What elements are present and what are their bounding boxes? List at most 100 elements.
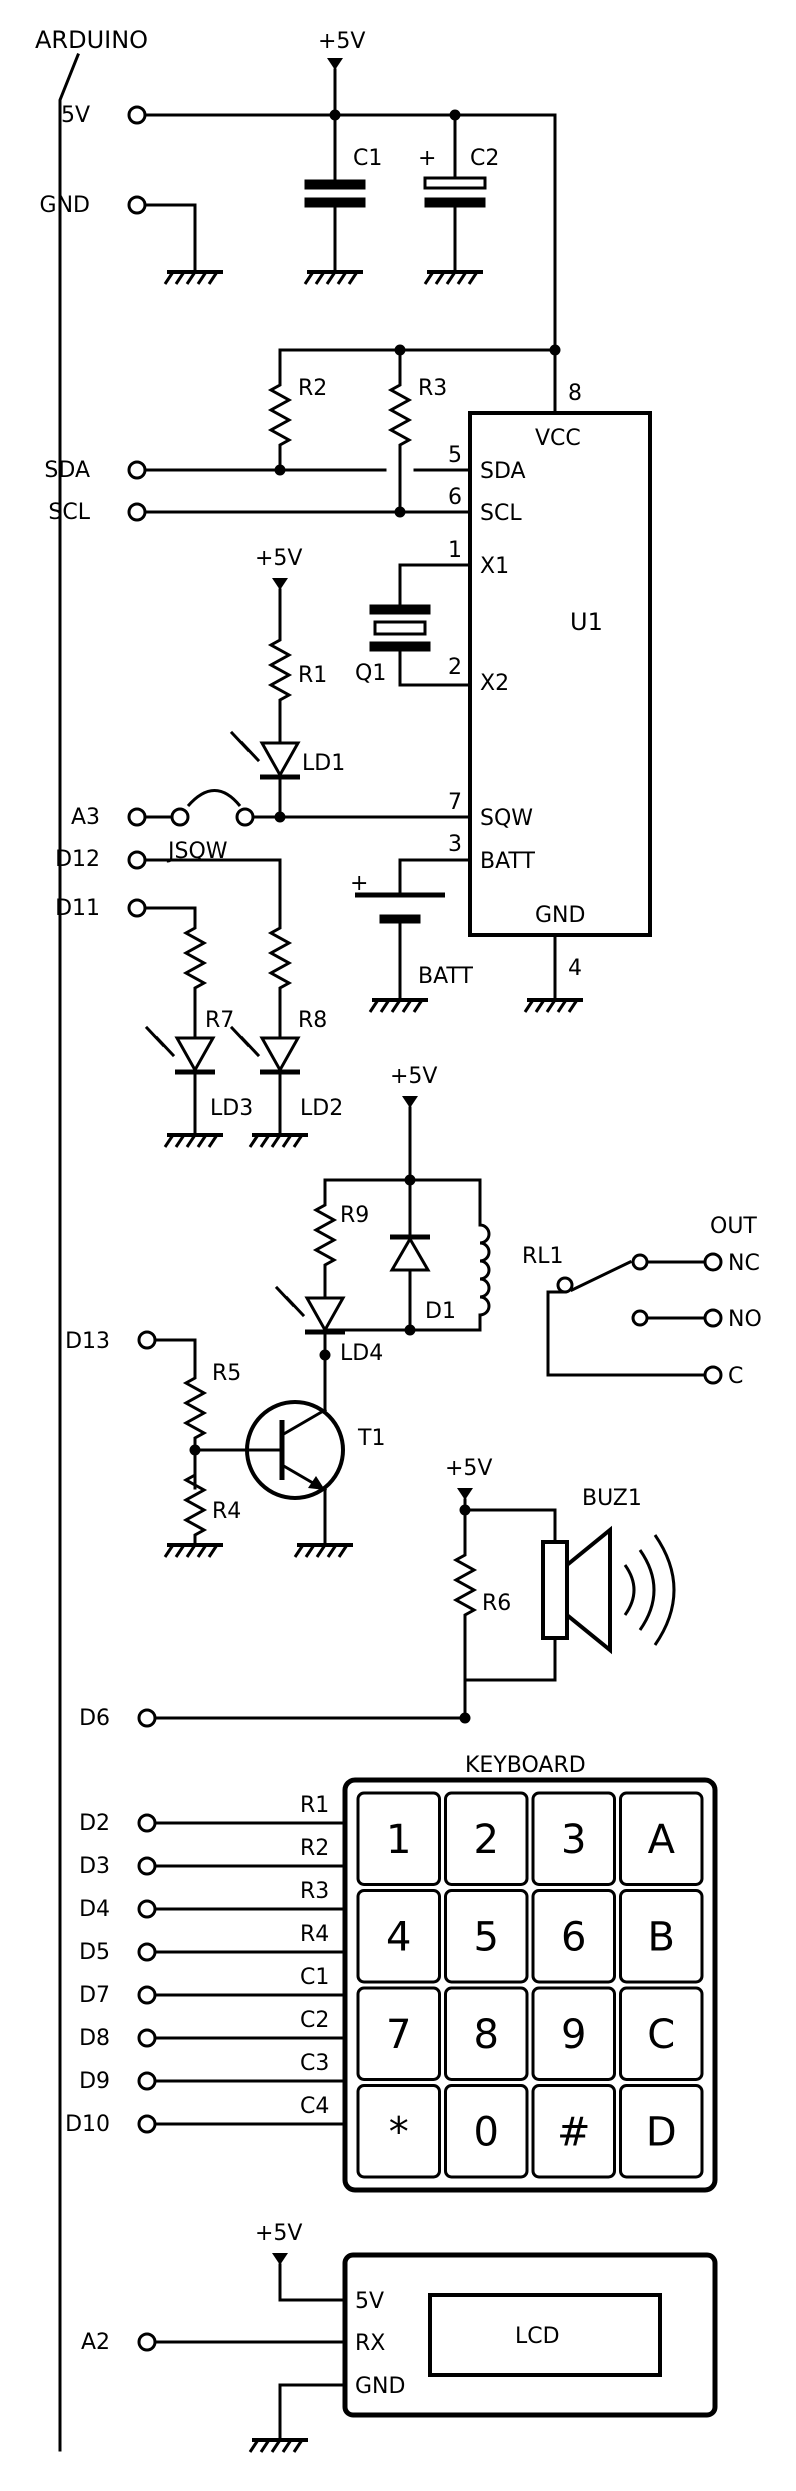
pullup-section: R2 R3 SDA SCL — [44, 344, 557, 525]
lcd-pin-5v: 5V — [355, 2289, 384, 2314]
ld2-label: LD2 — [300, 1096, 343, 1121]
keyboard-row-3: R3 — [300, 1879, 329, 1904]
relay-out-nc: NC — [728, 1251, 760, 1276]
ld3-label: LD3 — [210, 1096, 253, 1121]
pin-d4-label: D4 — [79, 1897, 110, 1922]
lcd-screen — [428, 2293, 662, 2377]
keyboard-col-2: C2 — [300, 2008, 329, 2033]
u1-pin-num-x2: 2 — [448, 655, 462, 680]
key-label: B — [648, 1914, 675, 1960]
lcd-pin-gnd: GND — [355, 2374, 405, 2399]
key-button[interactable]: * — [356, 2084, 441, 2179]
key-label: A — [648, 1817, 676, 1863]
key-label: # — [557, 2109, 591, 2155]
key-outline — [444, 2084, 529, 2179]
pin-d8-label: D8 — [79, 2026, 110, 2051]
key-button[interactable]: 5 — [444, 1889, 529, 1984]
relay-out-title: OUT — [710, 1214, 757, 1239]
key-button[interactable]: 6 — [531, 1889, 616, 1984]
pin-d3-label: D3 — [79, 1854, 110, 1879]
key-button[interactable]: # — [531, 2084, 616, 2179]
u1-name: U1 — [570, 608, 603, 636]
u1-pin-scl: SCL — [480, 501, 522, 526]
keyboard-col-4: C4 — [300, 2094, 329, 2119]
key-outline — [619, 1986, 704, 2081]
u1-chip: 8 VCC SDA 5 SCL 6 X1 1 X2 2 U1 SQW 7 BAT… — [448, 353, 652, 1014]
key-label: 1 — [386, 1817, 411, 1863]
lcd-section: +5V LCD 5V RX GND A2 — [81, 2221, 718, 2454]
key-button[interactable]: 1 — [356, 1791, 441, 1886]
key-button[interactable]: 4 — [356, 1889, 441, 1984]
pin-d7-label: D7 — [79, 1983, 110, 2008]
key-outline — [619, 2084, 704, 2179]
u1-pin-vcc: VCC — [535, 426, 581, 451]
key-button[interactable]: A — [619, 1791, 704, 1886]
c2-plus: + — [418, 146, 436, 171]
relay-section: +5V R9 LD4 D1 RL1 OUT — [65, 1064, 762, 1559]
arduino-title: ARDUINO — [35, 26, 148, 54]
u1-pin-x2: X2 — [480, 671, 509, 696]
keyboard-row-2: R2 — [300, 1836, 329, 1861]
pin-d13-label: D13 — [65, 1329, 110, 1354]
key-button[interactable]: B — [619, 1889, 704, 1984]
pin-d10-label: D10 — [65, 2112, 110, 2137]
r4-label: R4 — [212, 1499, 241, 1524]
u1-pin-num-batt: 3 — [448, 832, 462, 857]
pin-a3-label: A3 — [71, 805, 100, 830]
key-outline — [531, 2084, 616, 2179]
r7-label: R7 — [205, 1008, 234, 1033]
key-label: 8 — [474, 2012, 499, 2058]
key-outline — [356, 2084, 441, 2179]
pin-d12-label: D12 — [55, 847, 100, 872]
key-button[interactable]: D — [619, 2084, 704, 2179]
key-button[interactable]: 8 — [444, 1986, 529, 2081]
u1-pin-gnd: GND — [535, 903, 585, 928]
keyboard-col-1: C1 — [300, 1965, 329, 1990]
ld1-label: LD1 — [302, 751, 345, 776]
batt-label: BATT — [418, 964, 473, 989]
key-button[interactable]: 0 — [444, 2084, 529, 2179]
u1-pin-num-x1: 1 — [448, 538, 462, 563]
keyboard-title: KEYBOARD — [465, 1753, 586, 1778]
relay-out-no: NO — [728, 1307, 762, 1332]
supply-label-relay: +5V — [390, 1064, 437, 1089]
u1-pin-num-scl: 6 — [448, 485, 462, 510]
key-button[interactable]: 3 — [531, 1791, 616, 1886]
key-label: 3 — [561, 1817, 586, 1863]
c1-label: C1 — [353, 146, 382, 171]
pin-d9-label: D9 — [79, 2069, 110, 2094]
rl1-label: RL1 — [522, 1244, 564, 1269]
key-outline — [531, 1889, 616, 1984]
key-button[interactable]: C — [619, 1986, 704, 2081]
key-outline — [444, 1889, 529, 1984]
t1-label: T1 — [357, 1426, 385, 1451]
u1-pin-num-sda: 5 — [448, 443, 462, 468]
key-button[interactable]: 7 — [356, 1986, 441, 2081]
key-button[interactable]: 2 — [444, 1791, 529, 1886]
r8-label: R8 — [298, 1008, 327, 1033]
key-label: D — [646, 2109, 677, 2155]
lcd-label: LCD — [515, 2324, 560, 2349]
r9-label: R9 — [340, 1203, 369, 1228]
key-outline — [619, 1791, 704, 1886]
pin-5v-label: 5V — [61, 103, 90, 128]
keyboard-col-3: C3 — [300, 2051, 329, 2076]
u1-pin-batt: BATT — [480, 849, 535, 874]
crystal-q1: Q1 — [355, 563, 472, 687]
key-label: 4 — [386, 1914, 411, 1960]
key-outline — [356, 1889, 441, 1984]
key-button[interactable]: 9 — [531, 1986, 616, 2081]
u1-pin-sda: SDA — [480, 459, 526, 484]
arduino-outline — [58, 53, 80, 2452]
r6-label: R6 — [482, 1591, 511, 1616]
r2-label: R2 — [298, 376, 327, 401]
c2-plate-top — [423, 176, 487, 190]
pin-sda-label: SDA — [44, 458, 90, 483]
key-outline — [619, 1889, 704, 1984]
key-label: 6 — [561, 1914, 586, 1960]
power-section: 5V +5V C1 + C2 GND — [40, 29, 561, 357]
key-label: 5 — [474, 1914, 499, 1960]
